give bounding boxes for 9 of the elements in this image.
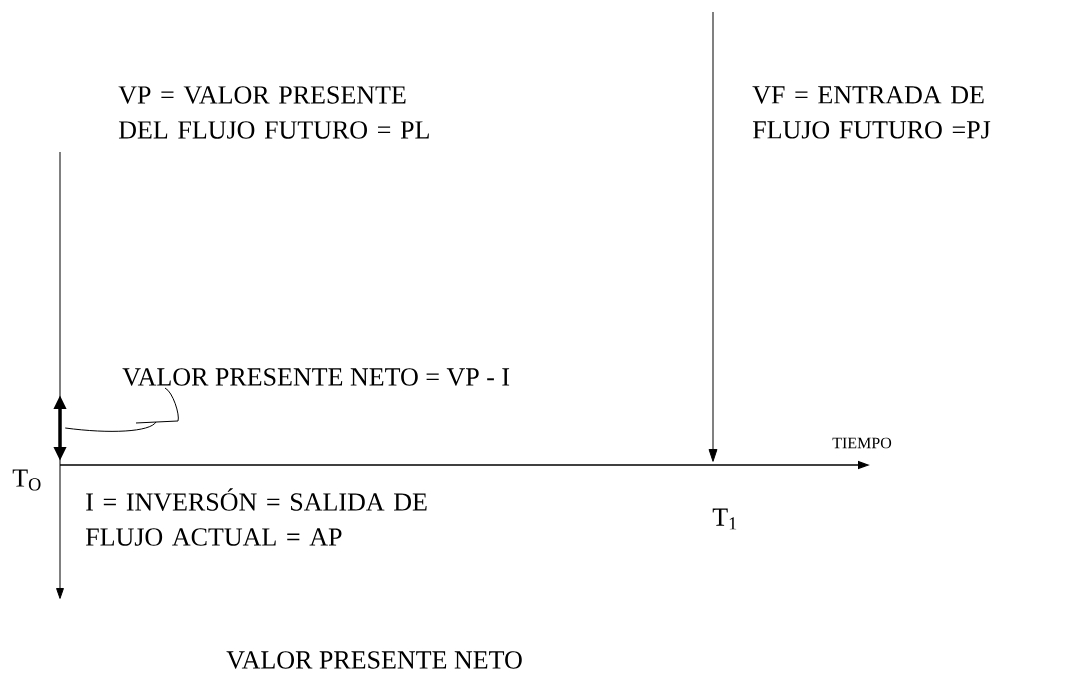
text-label: T$_{1}$: [712, 508, 737, 530]
text-label: VALOR PRESENTE NETO = VP - I: [122, 368, 510, 386]
text-label: TIEMPO: [832, 437, 892, 449]
text-label: I = INVERSÓN = SALIDA DE FLUJO ACTUAL = AP: [85, 488, 427, 546]
text-label: T$_{O}$: [12, 469, 41, 491]
text-label: VF = ENTRADA DE FLUJO FUTURO =PJ: [752, 86, 991, 139]
leader-line: [64, 387, 179, 432]
text-label: VALOR PRESENTE NETO: [226, 651, 522, 669]
text-label: VP = VALOR PRESENTE DEL FLUJO FUTURO = PL: [118, 86, 429, 139]
